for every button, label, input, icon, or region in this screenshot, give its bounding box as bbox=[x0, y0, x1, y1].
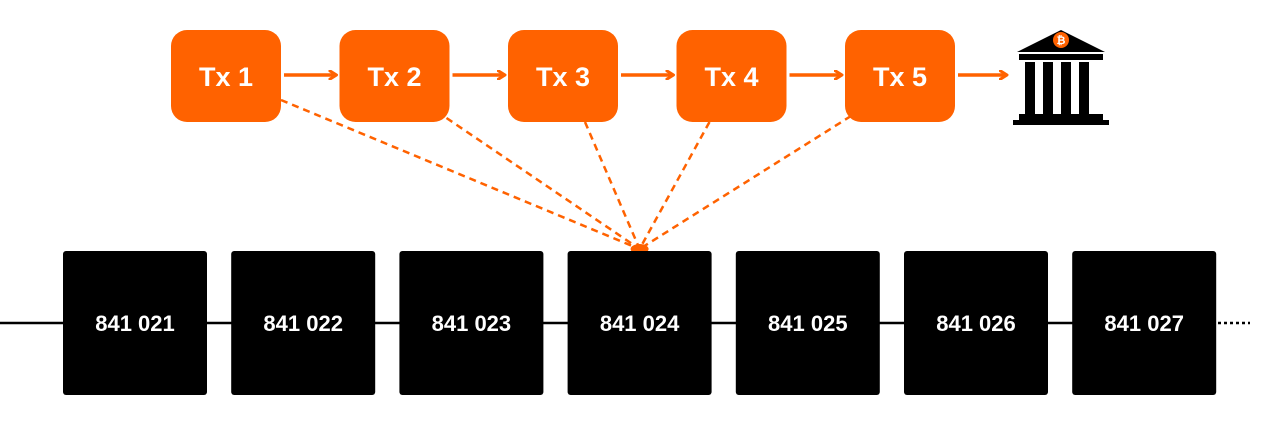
tx-label: Tx 1 bbox=[199, 62, 253, 92]
block: 841 024 bbox=[567, 251, 712, 395]
block-label: 841 021 bbox=[95, 311, 175, 336]
tx-box-5: Tx 5 bbox=[845, 30, 955, 122]
block-label: 841 027 bbox=[1104, 311, 1184, 336]
transactions: Tx 1 Tx 2 Tx 3 Tx 4 Tx 5 bbox=[171, 30, 955, 122]
block-box bbox=[63, 251, 207, 395]
block-label: 841 022 bbox=[263, 311, 343, 336]
tx-label: Tx 3 bbox=[536, 62, 590, 92]
bitcoin-icon: ₿ bbox=[1053, 32, 1069, 48]
block-box bbox=[567, 251, 712, 395]
svg-text:₿: ₿ bbox=[1057, 35, 1066, 47]
block: 841 027 bbox=[1072, 251, 1217, 395]
tx-box-4: Tx 4 bbox=[676, 30, 787, 122]
dashed-link bbox=[280, 98, 641, 251]
tx-box-shape bbox=[171, 30, 281, 122]
tx-box-2: Tx 2 bbox=[339, 30, 450, 122]
tx-box-shape bbox=[676, 30, 787, 122]
block-box bbox=[399, 251, 544, 395]
tx-box-shape bbox=[845, 30, 955, 122]
tx-label: Tx 4 bbox=[704, 62, 758, 92]
block-box bbox=[1072, 251, 1217, 395]
block-box bbox=[735, 251, 880, 395]
block-label: 841 026 bbox=[936, 311, 1016, 336]
block: 841 022 bbox=[231, 251, 376, 395]
block-label: 841 025 bbox=[768, 311, 848, 336]
block-label: 841 024 bbox=[600, 311, 680, 336]
tx-to-block-links bbox=[280, 98, 852, 254]
tx-box-shape bbox=[508, 30, 618, 122]
tx-box-1: Tx 1 bbox=[171, 30, 281, 122]
dashed-link bbox=[638, 114, 852, 251]
block: 841 021 bbox=[63, 251, 207, 395]
dashed-link bbox=[638, 121, 711, 250]
blocks: 841 021 841 022 841 023 841 024 841 025 841 0… bbox=[63, 251, 1217, 395]
dashed-link bbox=[445, 116, 641, 251]
block: 841 023 bbox=[399, 251, 544, 395]
block-box bbox=[231, 251, 376, 395]
tx-label: Tx 2 bbox=[367, 62, 421, 92]
tx-box-shape bbox=[339, 30, 450, 122]
block-label: 841 023 bbox=[432, 311, 512, 336]
block: 841 026 bbox=[904, 251, 1048, 395]
tx-label: Tx 5 bbox=[873, 62, 927, 92]
block-box bbox=[904, 251, 1048, 395]
block: 841 025 bbox=[735, 251, 880, 395]
tx-box-3: Tx 3 bbox=[508, 30, 618, 122]
